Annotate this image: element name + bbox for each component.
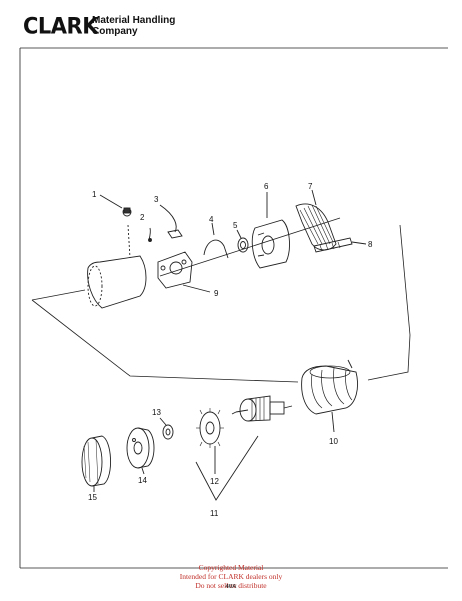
watermark-line2: Intended for CLARK dealers only bbox=[179, 572, 283, 581]
callout-9: 9 bbox=[214, 289, 219, 298]
part-9-brush-holder bbox=[157, 251, 211, 293]
callout-4: 4 bbox=[209, 215, 214, 224]
part-4-spring bbox=[203, 222, 229, 259]
callout-15: 15 bbox=[88, 493, 97, 502]
callout-8: 8 bbox=[368, 240, 373, 249]
copyright-watermark: Copyrighted Material Intended for CLARK … bbox=[0, 563, 462, 590]
watermark-line1: Copyrighted Material bbox=[198, 563, 264, 572]
part-1-screw bbox=[99, 194, 132, 217]
housing-part bbox=[87, 224, 147, 309]
page-frame bbox=[19, 47, 448, 569]
part-12-gear bbox=[196, 408, 224, 474]
callout-13: 13 bbox=[152, 408, 161, 417]
company-name: Material Handling Company bbox=[92, 15, 175, 37]
part-13-bushing bbox=[159, 417, 174, 440]
part-3-brush bbox=[159, 204, 183, 239]
callout-1: 1 bbox=[92, 190, 97, 199]
part-14-end-plate bbox=[126, 427, 155, 475]
callout-labels: 1 2 3 4 5 6 7 8 9 10 11 12 13 14 15 bbox=[88, 182, 373, 518]
part-8-pole-shoe bbox=[313, 237, 367, 253]
watermark-line3: Do not sell or distribute bbox=[0, 581, 462, 590]
part-11-armature bbox=[195, 395, 293, 501]
page-number: 40A bbox=[225, 584, 237, 590]
part-6-end-frame bbox=[251, 192, 290, 269]
clark-logo: CLARK bbox=[23, 13, 99, 39]
part-15-band bbox=[81, 435, 111, 492]
callout-7: 7 bbox=[308, 182, 313, 191]
callout-11: 11 bbox=[210, 509, 219, 518]
watermark-line3-text: Do not sell or distribute bbox=[195, 581, 267, 590]
callout-3: 3 bbox=[154, 195, 159, 204]
part-7-field-coil bbox=[295, 189, 337, 251]
callout-12: 12 bbox=[210, 477, 219, 486]
part-2-clip bbox=[148, 227, 152, 242]
callout-5: 5 bbox=[233, 221, 238, 230]
company-name-line2: Company bbox=[92, 26, 138, 37]
part-10-field-frame bbox=[301, 359, 358, 433]
callout-14: 14 bbox=[138, 476, 147, 485]
company-name-line1: Material Handling bbox=[92, 15, 176, 26]
callout-2: 2 bbox=[140, 213, 145, 222]
part-5-washer bbox=[236, 229, 249, 253]
assembly-plane bbox=[31, 217, 411, 383]
callout-10: 10 bbox=[329, 437, 338, 446]
callout-6: 6 bbox=[264, 182, 269, 191]
